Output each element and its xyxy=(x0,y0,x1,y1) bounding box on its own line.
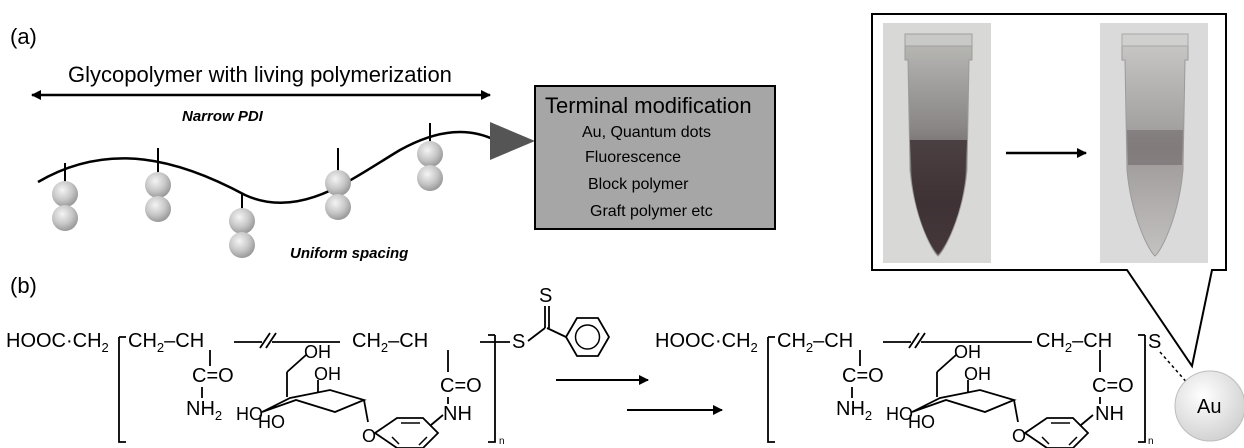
left-thio-s2: S xyxy=(539,285,552,307)
tube-photo-left xyxy=(883,23,991,263)
left-phenyl-dithioester xyxy=(564,317,611,357)
sugar-unit-2 xyxy=(145,148,171,222)
left-phenyl-linker xyxy=(373,414,444,448)
panel-b-label: (b) xyxy=(10,273,37,298)
right-sugar-oh-1: OH xyxy=(954,342,981,362)
right-sugar-oh-2: OH xyxy=(964,364,991,384)
right-end-group: HOOC·CH2 xyxy=(655,330,758,355)
tube-photo-right xyxy=(1100,23,1208,263)
right-glucose-ring: OH OH HO HO O xyxy=(886,342,1026,446)
left-backbone-1: CH2–CH xyxy=(128,330,204,355)
left-sugar-ho-2: HO xyxy=(258,412,285,432)
right-amide-nh: NH2 xyxy=(836,398,872,423)
right-thio-s: S xyxy=(1148,331,1161,353)
left-link-co: C=O xyxy=(440,375,482,397)
gold-nanoparticle xyxy=(1174,370,1244,442)
left-end-group: HOOC·CH2 xyxy=(6,330,109,355)
terminal-item-2: Fluorescence xyxy=(585,149,681,166)
structure-left: HOOC·CH2 CH2–CH C=O NH2 OH OH HO HO O xyxy=(6,285,611,448)
left-link-nh: NH xyxy=(443,403,472,425)
terminal-modification-box xyxy=(534,85,776,230)
right-backbone-2: CH2–CH xyxy=(1036,330,1112,355)
left-glucose-ring: OH OH HO HO O xyxy=(236,342,376,446)
left-backbone-2: CH2–CH xyxy=(352,330,428,355)
structure-right: HOOC·CH2 CH2–CH C=O NH2 OH OH HO HO O xyxy=(655,330,1244,448)
gold-nanoparticle-label: Au xyxy=(1197,396,1221,418)
right-link-co: C=O xyxy=(1092,375,1134,397)
right-link-nh: NH xyxy=(1095,403,1124,425)
sugar-unit-1 xyxy=(52,163,78,231)
left-thio-s: S xyxy=(512,331,525,353)
left-amide-nh: NH2 xyxy=(186,398,222,423)
terminal-box-title: Terminal modification xyxy=(545,93,752,118)
sugar-unit-5 xyxy=(417,123,443,191)
sugar-unit-4 xyxy=(325,148,351,220)
uniform-spacing-label: Uniform spacing xyxy=(290,245,408,262)
right-o-link: O xyxy=(1012,426,1026,446)
terminal-item-4: Graft polymer etc xyxy=(590,203,713,220)
right-backbone-1: CH2–CH xyxy=(777,330,853,355)
panel-a-label: (a) xyxy=(10,24,37,49)
left-amide-co: C=O xyxy=(192,365,234,387)
narrow-pdi-label: Narrow PDI xyxy=(182,108,264,125)
panel-a-title: Glycopolymer with living polymerization xyxy=(68,62,452,87)
right-amide-co: C=O xyxy=(842,365,884,387)
sugar-unit-3 xyxy=(229,193,255,258)
right-phenyl-linker xyxy=(1023,414,1094,448)
left-o-link: O xyxy=(362,426,376,446)
left-sugar-ho-1: HO xyxy=(236,404,263,424)
left-sugar-oh-2: OH xyxy=(314,364,341,384)
left-repeat-n: n xyxy=(499,436,505,447)
left-sugar-oh-1: OH xyxy=(304,342,331,362)
right-sugar-ho-1: HO xyxy=(886,404,913,424)
terminal-triangle xyxy=(490,122,535,160)
right-repeat-n: n xyxy=(1148,436,1154,447)
terminal-item-3: Block polymer xyxy=(588,176,689,193)
polymer-backbone xyxy=(37,130,496,205)
terminal-item-1: Au, Quantum dots xyxy=(582,124,711,141)
right-sugar-ho-2: HO xyxy=(908,412,935,432)
